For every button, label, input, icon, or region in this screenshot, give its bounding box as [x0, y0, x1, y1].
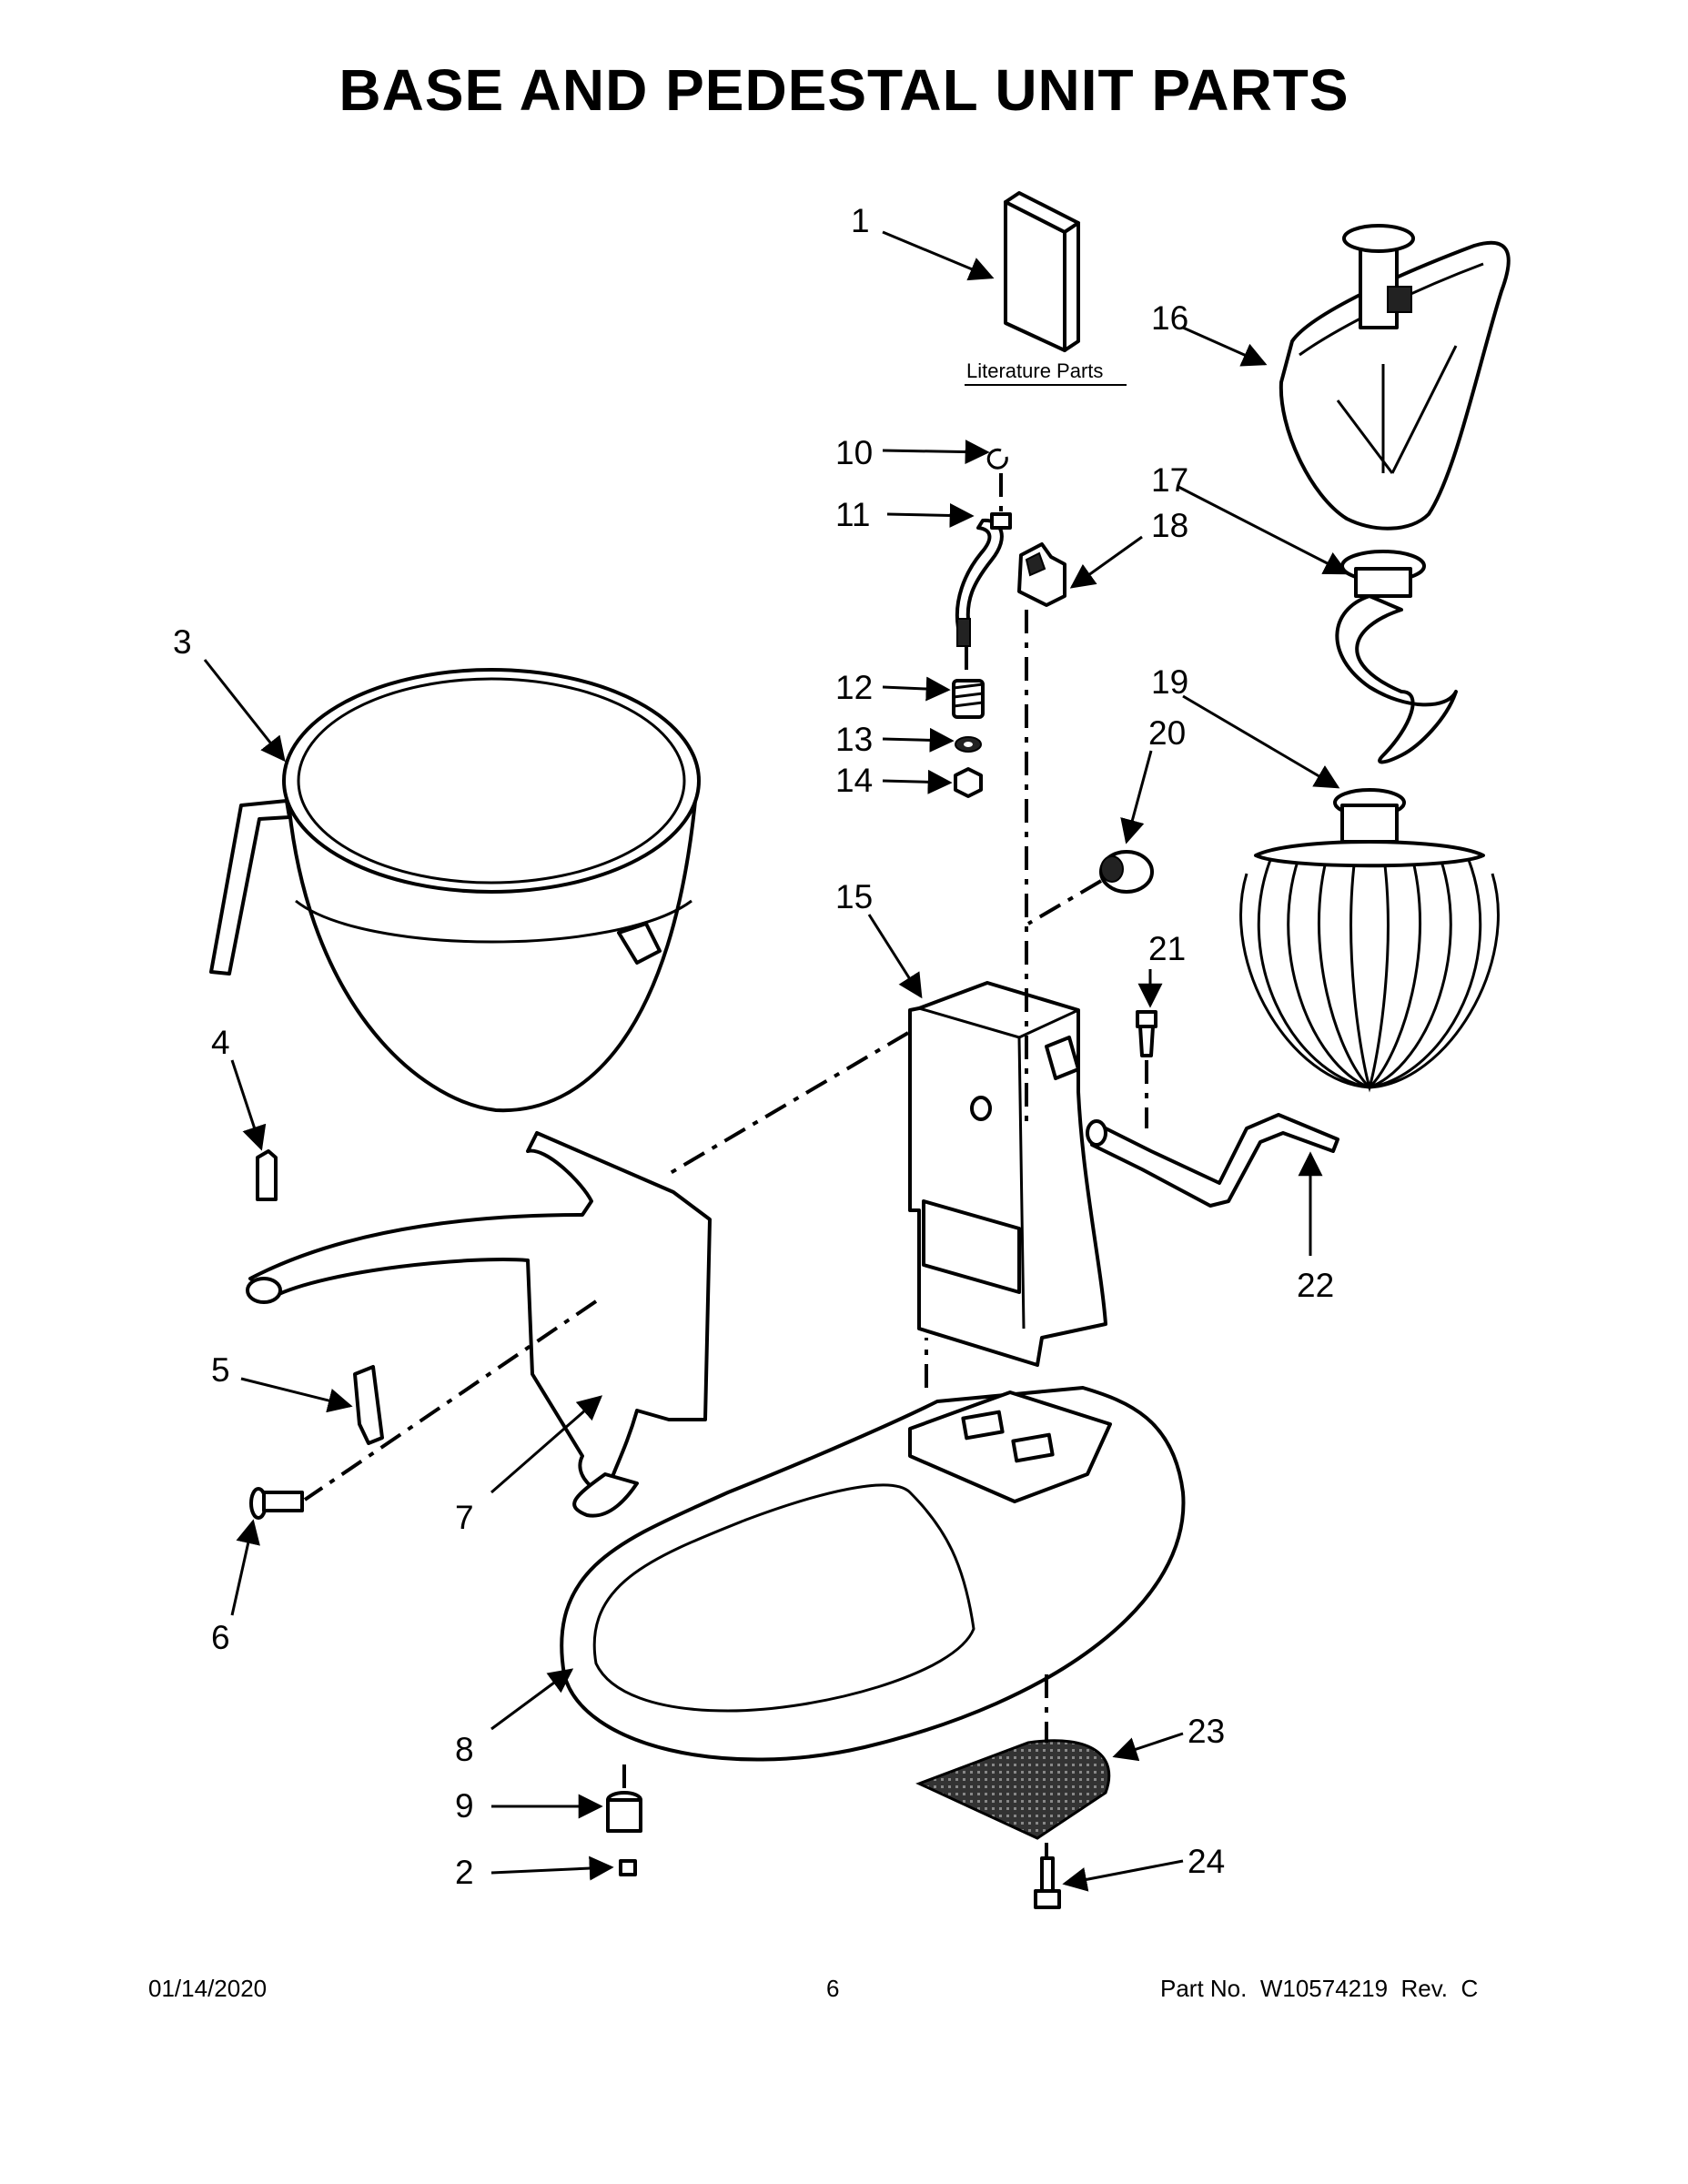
callout-9: 9 [455, 1787, 474, 1825]
base-part [560, 1386, 1186, 1762]
callout-12: 12 [835, 669, 873, 706]
flat-beater-part [1279, 224, 1511, 531]
dough-hook-part [1335, 550, 1458, 764]
screw-6-part [249, 1487, 304, 1520]
pin-part [256, 1149, 278, 1201]
callout-1: 1 [851, 202, 870, 239]
nut-part [954, 767, 983, 798]
assembly-dash-lines [303, 473, 1148, 1856]
washer-hole [964, 742, 973, 747]
callout-11: 11 [835, 496, 870, 533]
screw-24-part [1034, 1856, 1061, 1909]
bowl-part [209, 668, 701, 1113]
callout-8: 8 [455, 1731, 474, 1768]
callout-16: 16 [1151, 299, 1188, 337]
callout-4: 4 [211, 1024, 230, 1061]
callout-20: 20 [1148, 714, 1186, 752]
callout-21: 21 [1148, 930, 1186, 967]
retaining-ring-part [986, 448, 1008, 470]
callout-arrows [203, 230, 1349, 1892]
callout-2: 2 [455, 1854, 474, 1891]
callout-14: 14 [835, 762, 873, 799]
callout-22: 22 [1297, 1267, 1334, 1304]
callout-18: 18 [1151, 507, 1188, 544]
lever-part [955, 512, 1012, 647]
callout-numbers: 1 2 3 4 5 6 7 8 9 10 11 12 13 14 15 16 1… [173, 202, 1334, 1891]
crank-end [1086, 1119, 1107, 1147]
crank-part [1090, 1113, 1339, 1208]
callout-5: 5 [211, 1351, 230, 1389]
callout-23: 23 [1188, 1713, 1225, 1750]
screw-21-part [1136, 1010, 1157, 1057]
callout-19: 19 [1151, 663, 1188, 701]
callout-15: 15 [835, 878, 873, 915]
wire-whip-part [1239, 788, 1500, 1093]
bracket-part [353, 1365, 384, 1445]
lever-bracket-part [1017, 542, 1066, 607]
callout-13: 13 [835, 721, 873, 758]
callout-24: 24 [1188, 1843, 1225, 1880]
fastener-part [619, 1859, 637, 1876]
literature-booklet-part [1004, 191, 1080, 352]
callout-6: 6 [211, 1619, 230, 1656]
callout-17: 17 [1151, 461, 1188, 499]
callout-3: 3 [173, 623, 192, 661]
spring-part [952, 679, 985, 719]
mesh-pad-part [915, 1739, 1111, 1840]
footer-part-number: Part No. W10574219 Rev. C [1160, 1975, 1479, 2002]
callout-10: 10 [835, 434, 873, 471]
page-title: BASE AND PEDESTAL UNIT PARTS [339, 57, 1349, 123]
foot-part [606, 1791, 642, 1833]
footer-date: 01/14/2020 [148, 1975, 268, 2002]
bowl-support-part [246, 1131, 712, 1518]
callout-7: 7 [455, 1499, 474, 1536]
literature-parts-label: Literature Parts [966, 359, 1103, 382]
knob-part [1099, 850, 1154, 894]
pedestal-column-part [908, 981, 1107, 1367]
footer-page-number: 6 [826, 1975, 840, 2002]
